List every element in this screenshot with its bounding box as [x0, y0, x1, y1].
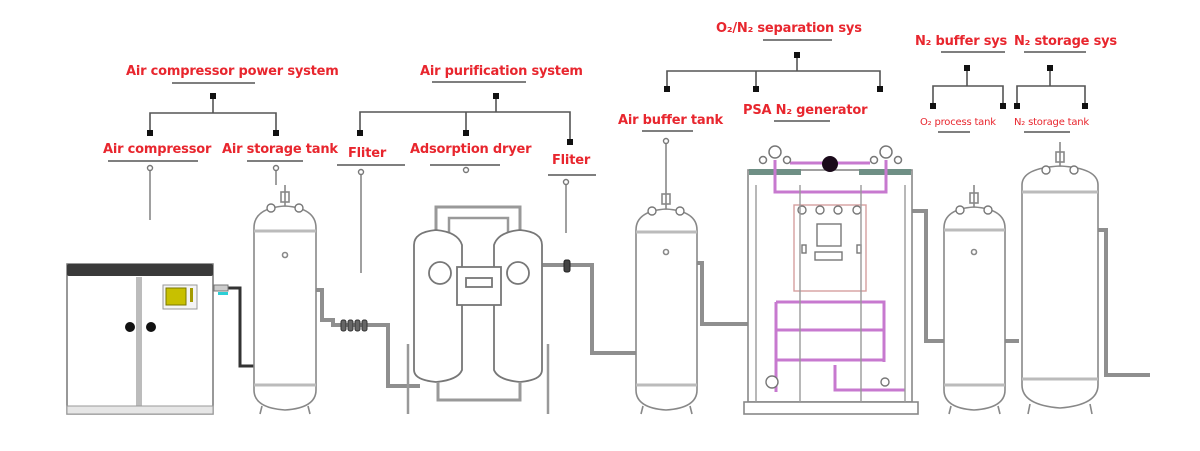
label-air-purification-system: Air purification system: [420, 64, 583, 79]
label-filter-2: Fliter: [552, 153, 591, 168]
label-air-compressor: Air compressor: [103, 142, 212, 157]
leader-lines: [146, 137, 670, 273]
air-compressor: [66, 263, 229, 415]
adsorption-dryer: [406, 205, 550, 414]
outlet-filter: [563, 259, 571, 273]
label-o2-n2-separation-sys: O₂/N₂ separation sys: [716, 21, 862, 36]
hierarchy-nodes: [147, 52, 1088, 145]
n2-storage-tank: [1021, 142, 1099, 415]
label-air-storage-tank: Air storage tank: [222, 142, 338, 157]
compressor-roof: [67, 264, 213, 276]
label-n2-storage-tank: N₂ storage tank: [1014, 117, 1090, 128]
label-air-compressor-power-system: Air compressor power system: [126, 64, 339, 79]
label-air-buffer-tank: Air buffer tank: [618, 113, 723, 128]
label-o2-process-tank: O₂ process tank: [920, 117, 996, 128]
air-storage-tank: [253, 185, 317, 415]
door-handle-left: [125, 322, 135, 332]
label-filter-1: Fliter: [348, 146, 387, 161]
label-psa-n2-generator: PSA N₂ generator: [743, 103, 868, 118]
control-screen: [165, 287, 187, 306]
air-buffer-tank: [635, 185, 698, 415]
pressure-gauge: [822, 156, 838, 172]
o2-process-tank: [943, 185, 1006, 415]
inline-filter: [340, 319, 368, 332]
label-adsorption-dryer: Adsorption dryer: [410, 142, 532, 157]
label-underlines: [108, 39, 1086, 176]
door-handle-right: [146, 322, 156, 332]
psa-n2-generator: [743, 145, 919, 415]
label-n2-storage-sys: N₂ storage sys: [1014, 34, 1117, 49]
label-n2-buffer-sys: N₂ buffer sys: [915, 34, 1008, 49]
